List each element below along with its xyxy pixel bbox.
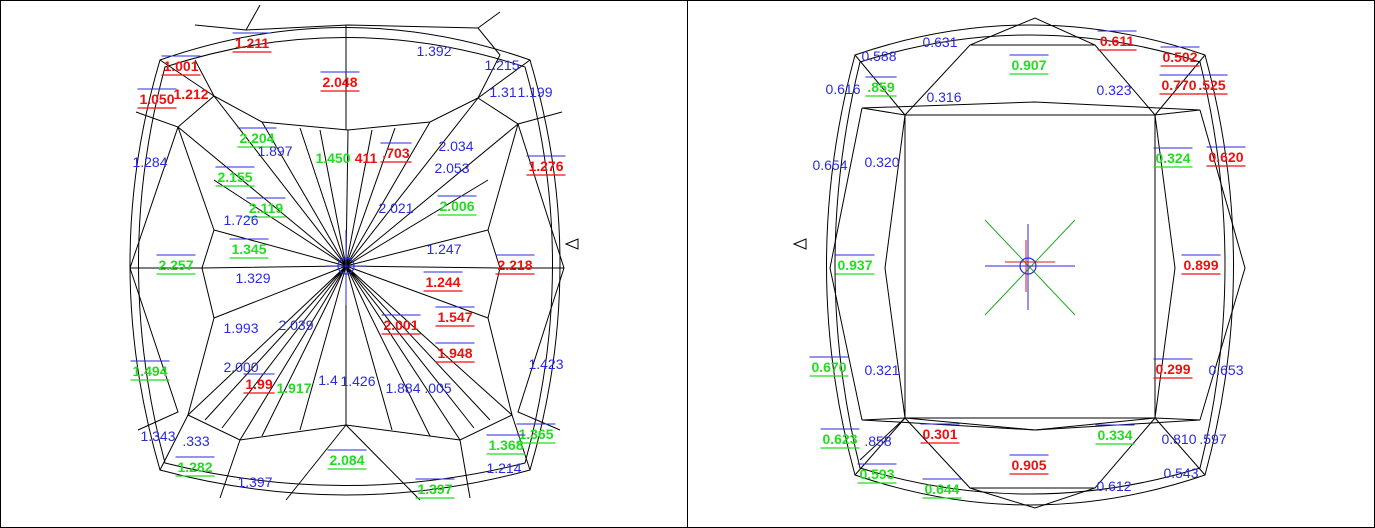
crown-measurement-label: 1.4 <box>318 372 338 388</box>
crown-measurement-label: 2.218 <box>497 257 532 273</box>
crown-measurement-label: 1.214 <box>486 460 521 476</box>
crown-measurement-label: 1.368 <box>488 437 523 453</box>
crown-measurement-label: 1.450 <box>315 150 350 166</box>
pavilion-measurement-label: 0.316 <box>926 89 961 105</box>
pavilion-measurement-label: 0.321 <box>864 362 899 378</box>
pavilion-measurement-label: 0.670 <box>811 359 846 375</box>
pavilion-measurement-label: 0.324 <box>1155 150 1190 166</box>
pavilion-measurement-label: 0.616 <box>825 81 860 97</box>
crown-measurement-label: 1.726 <box>223 212 258 228</box>
crown-culet-marker <box>337 257 355 275</box>
crown-measurement-label: 2.000 <box>223 359 258 375</box>
crown-measurement-label: 1.212 <box>173 86 208 102</box>
pavilion-view-panel <box>687 0 1375 528</box>
pavilion-orientation-triangle-icon <box>792 238 807 250</box>
pavilion-measurement-label: 0.588 <box>861 48 896 64</box>
crown-measurement-label: 2.084 <box>329 452 364 468</box>
crown-measurement-label: 2.021 <box>378 200 413 216</box>
crown-measurement-label: 1.426 <box>340 373 375 389</box>
crown-measurement-label: 1.917 <box>276 380 311 396</box>
pavilion-measurement-label: 0.810 <box>1161 431 1196 447</box>
crown-measurement-label: 2.204 <box>239 130 274 146</box>
crown-measurement-label: 2.257 <box>158 257 193 273</box>
crown-measurement-label: 1.282 <box>177 459 212 475</box>
crown-measurement-label: 1.199 <box>517 84 552 100</box>
pavilion-measurement-label: 0.905 <box>1011 457 1046 473</box>
pavilion-measurement-label: 0.299 <box>1155 361 1190 377</box>
pavilion-measurement-label: 0.899 <box>1183 257 1218 273</box>
pavilion-measurement-labels: 0.631 0.611 0.588 0.502 0.907 0.616 .859 0.770.… <box>809 30 1246 499</box>
crown-measurement-label: 2.001 <box>383 317 418 333</box>
crown-measurement-label: 1.397 <box>237 474 272 490</box>
crown-measurement-label: 1.211 <box>235 35 269 51</box>
crown-measurement-label: .703 <box>382 145 409 161</box>
crown-measurement-label: .005 <box>424 380 451 396</box>
crown-measurement-label: 1.343 <box>140 428 175 444</box>
pavilion-measurement-label: .597 <box>1199 431 1226 447</box>
crown-measurement-label: 1.050 <box>139 91 174 107</box>
pavilion-girdle-inner <box>834 34 1226 495</box>
pavilion-measurement-label: 0.653 <box>1208 362 1243 378</box>
pavilion-measurement-label: 0.611 <box>1100 33 1134 49</box>
pavilion-measurement-label: 0.770 <box>1161 77 1196 93</box>
crown-measurement-label: .333 <box>182 433 209 449</box>
pavilion-measurement-label: 0.620 <box>1208 149 1243 165</box>
pavilion-measurement-label: 0.654 <box>812 157 847 173</box>
pavilion-measurement-label: 0.502 <box>1162 49 1197 65</box>
crown-measurement-label: 1.397 <box>417 481 452 497</box>
crown-measurement-label: 1.948 <box>437 345 472 361</box>
crown-measurement-label: 1.345 <box>231 241 266 257</box>
crown-measurement-label: 2.155 <box>217 169 252 185</box>
pavilion-measurement-label: 0.301 <box>922 426 957 442</box>
crown-facet-lines <box>129 4 579 501</box>
crown-measurement-label: 1.215 <box>484 57 519 73</box>
pavilion-measurement-label: 0.334 <box>1097 427 1132 443</box>
crown-measurement-label: 1.329 <box>235 270 270 286</box>
crown-measurement-label: 1.884 <box>385 380 420 396</box>
crown-orientation-triangle-icon <box>564 238 579 250</box>
pavilion-measurement-label: 0.323 <box>1096 82 1131 98</box>
crown-measurement-label: 1.494 <box>132 363 167 379</box>
crown-measurement-label: 1.284 <box>132 154 167 170</box>
crown-measurement-label: 1.247 <box>426 241 461 257</box>
crown-measurement-label: 1.001 <box>163 58 198 74</box>
pavilion-measurement-label: 0.644 <box>924 481 959 497</box>
crown-measurement-label: 2.119 <box>249 200 283 216</box>
pavilion-measurement-label: 0.612 <box>1096 478 1131 494</box>
pavilion-measurement-label: 0.937 <box>837 257 872 273</box>
crown-measurement-label: 2.053 <box>434 160 469 176</box>
crown-measurement-label: 411 <box>355 150 378 166</box>
crown-measurement-label: 1.276 <box>528 158 563 174</box>
crown-measurement-label: 2.048 <box>322 74 357 90</box>
crown-measurement-label: 1.244 <box>425 274 460 290</box>
crown-measurement-label: 2.006 <box>439 198 474 214</box>
pavilion-measurement-label: 0.593 <box>859 466 894 482</box>
crown-measurement-label: 2.034 <box>438 138 473 154</box>
pavilion-facet-lines <box>792 17 1246 509</box>
pavilion-measurement-label: 0.623 <box>822 431 857 447</box>
crown-measurement-label: 1.99 <box>245 376 272 392</box>
crown-measurement-label: 1.547 <box>437 309 472 325</box>
crown-measurement-label: 1.993 <box>223 320 258 336</box>
pavilion-measurement-label: 0.320 <box>864 154 899 170</box>
pavilion-measurement-label: .525 <box>1198 77 1225 93</box>
crown-measurement-label: 1.897 <box>257 143 292 159</box>
pavilion-measurement-label: 0.907 <box>1011 57 1046 73</box>
crown-measurement-label: 2.039 <box>278 317 313 333</box>
crown-measurement-label: 1.365 <box>518 426 553 442</box>
crown-measurement-label: 1.392 <box>416 43 451 59</box>
crown-girdle-inner <box>138 37 553 486</box>
pavilion-measurement-label: .859 <box>867 79 894 95</box>
pavilion-culet-marker <box>984 219 1076 316</box>
crown-measurement-label: 1.423 <box>528 356 563 372</box>
crown-measurement-label: 1.31 <box>489 84 516 100</box>
pavilion-measurement-label: 0.543 <box>1163 465 1198 481</box>
crown-radial-lines <box>177 95 519 441</box>
pavilion-measurement-label: 0.631 <box>922 34 957 50</box>
pavilion-measurement-label: .858 <box>864 433 891 449</box>
